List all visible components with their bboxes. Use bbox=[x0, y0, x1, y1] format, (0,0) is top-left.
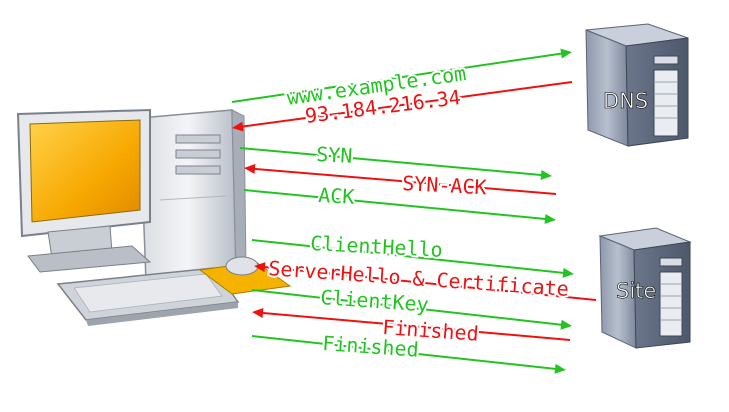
keyboard bbox=[56, 267, 240, 326]
arrow-head bbox=[560, 48, 572, 59]
message-arrow-10: Finished bbox=[251, 329, 566, 374]
message-label: SYN-ACK bbox=[402, 171, 487, 199]
arrow-line bbox=[257, 265, 597, 301]
arrow-line bbox=[247, 167, 557, 195]
arrow-line bbox=[235, 81, 573, 129]
arrow-head bbox=[560, 319, 572, 330]
arrow-head bbox=[544, 213, 556, 224]
arrow-line bbox=[239, 147, 549, 177]
message-label: ClientHello bbox=[310, 231, 444, 262]
message-arrow-4: SYN-ACK bbox=[244, 163, 557, 201]
arrow-head bbox=[244, 163, 256, 174]
monitor bbox=[16, 108, 152, 273]
message-label: SYN bbox=[316, 142, 353, 168]
arrow-line bbox=[243, 189, 553, 221]
arrow-head bbox=[232, 121, 244, 132]
arrow-head bbox=[254, 262, 266, 273]
message-label: ACK bbox=[318, 183, 355, 209]
arrow-head bbox=[554, 363, 566, 374]
arrow-head bbox=[540, 170, 552, 180]
arrow-line bbox=[231, 51, 569, 103]
site-server-icon: Site bbox=[598, 227, 692, 349]
arrow-line bbox=[251, 289, 569, 327]
message-arrow-3: SYN bbox=[239, 140, 552, 180]
message-arrow-5: ACK bbox=[243, 181, 556, 224]
arrow-line bbox=[251, 335, 563, 371]
tower-case bbox=[139, 109, 247, 283]
site-label: Site bbox=[616, 279, 656, 303]
message-arrows: www.example.com93.184.216.34SYNSYN-ACKAC… bbox=[231, 48, 597, 374]
arrow-line bbox=[251, 239, 571, 275]
dns-label: DNS bbox=[603, 89, 648, 113]
arrow-head bbox=[252, 307, 264, 318]
client-computer-icon bbox=[16, 108, 292, 326]
arrow-line bbox=[255, 311, 571, 341]
arrow-head bbox=[562, 267, 574, 278]
dns-server-icon: DNS bbox=[585, 23, 689, 147]
